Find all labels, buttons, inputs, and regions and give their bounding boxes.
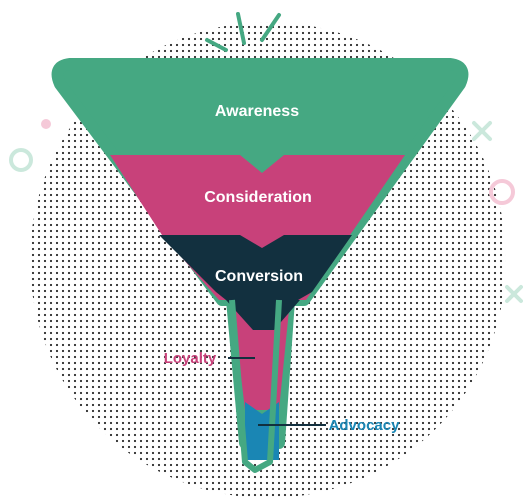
cross-mark-decoration <box>472 121 523 303</box>
dot-decoration <box>41 119 51 129</box>
callout-label-advocacy: Advocacy <box>329 417 401 434</box>
stage-label-conversion: Conversion <box>215 268 303 285</box>
stage-label-awareness: Awareness <box>215 103 299 120</box>
spout-outline <box>229 299 282 473</box>
funnel-bands <box>110 155 405 460</box>
sparkle-lines <box>205 12 281 52</box>
conversion-band <box>159 235 352 300</box>
callout-label-loyalty: Loyalty <box>164 350 217 367</box>
circle-outline-decoration <box>489 179 515 205</box>
circle-outline-decoration <box>9 148 33 172</box>
stage-label-consideration: Consideration <box>204 189 312 206</box>
